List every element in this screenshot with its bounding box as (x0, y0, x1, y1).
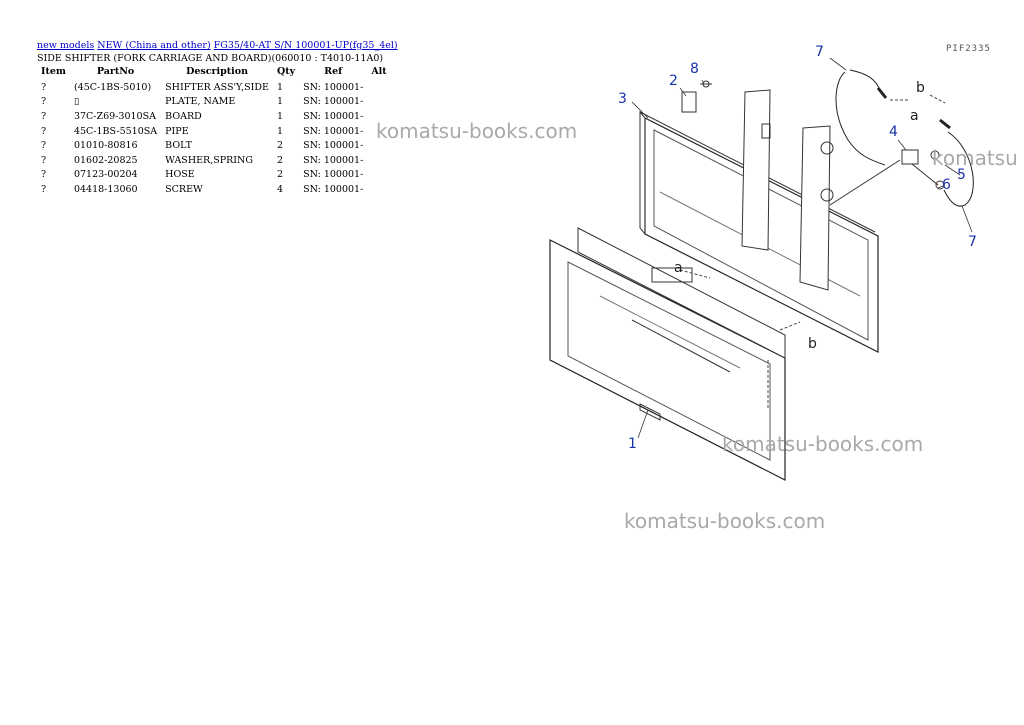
cell-qty: 1 (276, 110, 283, 122)
cell-qty: 2 (276, 169, 283, 181)
parts-table: Item PartNo Description Qty Ref Alt ? (4… (37, 66, 391, 197)
cell-alt (367, 182, 390, 197)
name-plate-drawing (681, 91, 697, 113)
header-item: Item (41, 66, 66, 77)
breadcrumb-link-new-models[interactable]: new models (37, 40, 95, 51)
callout-7-bottom: 7 (968, 234, 977, 250)
header-alt: Alt (371, 66, 387, 77)
cell-item: ? (41, 169, 47, 181)
cell-partno: 01010-80816 (73, 140, 138, 152)
cell-description: SHIFTER ASS'Y,SIDE (165, 81, 269, 93)
cell-item: ? (41, 183, 47, 195)
header-partno: PartNo (96, 66, 135, 77)
cell-qty: 4 (276, 183, 283, 195)
cell-description: SCREW (165, 183, 203, 195)
ref-letter-b-board: b (808, 336, 817, 352)
cell-description: HOSE (165, 169, 195, 181)
cell-qty: 1 (276, 96, 283, 108)
cell-alt (367, 153, 390, 168)
callout-8: 8 (690, 61, 699, 77)
watermark: komatsu-books.com (722, 432, 924, 456)
table-row: ? 01602-20825 WASHER,SPRING 2 SN: 100001… (37, 153, 391, 168)
cell-alt (367, 95, 390, 110)
diagram-code: PIF2335 (946, 44, 991, 54)
callout-1: 1 (628, 436, 637, 452)
ref-letter-a-board: a (674, 260, 683, 276)
cell-alt (367, 80, 390, 95)
screw-drawing (700, 80, 712, 88)
cell-partno: ▯ (73, 96, 80, 108)
table-row: ? 37C-Z69-3010SA BOARD 1 SN: 100001- (37, 109, 391, 124)
callout-6: 6 (942, 177, 951, 193)
cell-qty: 1 (276, 81, 283, 93)
cell-ref: SN: 100001- (303, 125, 364, 137)
table-row: ? 01010-80816 BOLT 2 SN: 100001- (37, 138, 391, 153)
cell-item: ? (41, 140, 47, 152)
callout-2: 2 (669, 73, 678, 89)
cell-description: PIPE (165, 125, 189, 137)
cell-partno: 07123-00204 (73, 169, 138, 181)
table-row: ? 04418-13060 SCREW 4 SN: 100001- (37, 182, 391, 197)
cell-qty: 1 (276, 125, 283, 137)
cell-ref: SN: 100001- (303, 169, 364, 181)
connection-lines (679, 94, 946, 410)
breadcrumb-link-new-china[interactable]: NEW (China and other) (97, 40, 211, 51)
cell-description: WASHER,SPRING (165, 154, 253, 166)
ref-letter-b-hose: b (916, 80, 925, 96)
pipe-fitting-drawing (829, 149, 945, 206)
ref-letter-a-hose: a (910, 108, 919, 124)
cell-qty: 2 (276, 140, 283, 152)
cell-item: ? (41, 110, 47, 122)
cell-ref: SN: 100001- (303, 140, 364, 152)
cell-ref: SN: 100001- (303, 81, 364, 93)
fork-board-drawing (549, 227, 786, 481)
cell-item: ? (41, 154, 47, 166)
watermark: komatsu-books.com (624, 509, 826, 533)
cell-partno: 01602-20825 (73, 154, 138, 166)
cell-description: BOLT (165, 140, 192, 152)
header-ref: Ref (324, 66, 343, 77)
leader-lines (631, 57, 973, 439)
page-title: SIDE SHIFTER (FORK CARRIAGE AND BOARD)(0… (37, 53, 384, 64)
breadcrumb-link-model[interactable]: FG35/40-AT S/N 100001-UP(fg35_4el) (213, 40, 398, 51)
watermark: komatsu (932, 146, 1018, 170)
cell-ref: SN: 100001- (303, 96, 364, 108)
cell-item: ? (41, 81, 47, 93)
cell-qty: 2 (276, 154, 283, 166)
breadcrumb: new models NEW (China and other) FG35/40… (37, 40, 398, 51)
fork-carriage-drawing (639, 89, 879, 353)
cell-ref: SN: 100001- (303, 110, 364, 122)
cell-description: PLATE, NAME (165, 96, 236, 108)
cell-ref: SN: 100001- (303, 154, 364, 166)
cell-partno: (45C-1BS-5010) (73, 81, 152, 93)
table-row: ? 45C-1BS-5510SA PIPE 1 SN: 100001- (37, 124, 391, 139)
callout-5: 5 (957, 167, 966, 183)
header-description: Description (186, 66, 248, 77)
table-row: ? ▯ PLATE, NAME 1 SN: 100001- (37, 95, 391, 110)
callout-3: 3 (618, 91, 627, 107)
cell-alt (367, 168, 390, 183)
table-row: ? 07123-00204 HOSE 2 SN: 100001- (37, 168, 391, 183)
cell-partno: 04418-13060 (73, 183, 138, 195)
callout-4: 4 (889, 124, 898, 140)
table-row: ? (45C-1BS-5010) SHIFTER ASS'Y,SIDE 1 SN… (37, 80, 391, 95)
cell-description: BOARD (165, 110, 202, 122)
cell-partno: 45C-1BS-5510SA (73, 125, 158, 137)
hose-drawing (835, 69, 974, 207)
parts-diagram: 1 2 3 4 5 6 7 7 8 a a b b (549, 44, 977, 481)
callout-7-top: 7 (815, 44, 824, 60)
header-qty: Qty (276, 66, 296, 77)
cell-partno: 37C-Z69-3010SA (73, 110, 156, 122)
table-header-row: Item PartNo Description Qty Ref Alt (37, 66, 391, 80)
cell-item: ? (41, 125, 47, 137)
cell-ref: SN: 100001- (303, 183, 364, 195)
cell-item: ? (41, 96, 47, 108)
watermark: komatsu-books.com (376, 119, 578, 143)
